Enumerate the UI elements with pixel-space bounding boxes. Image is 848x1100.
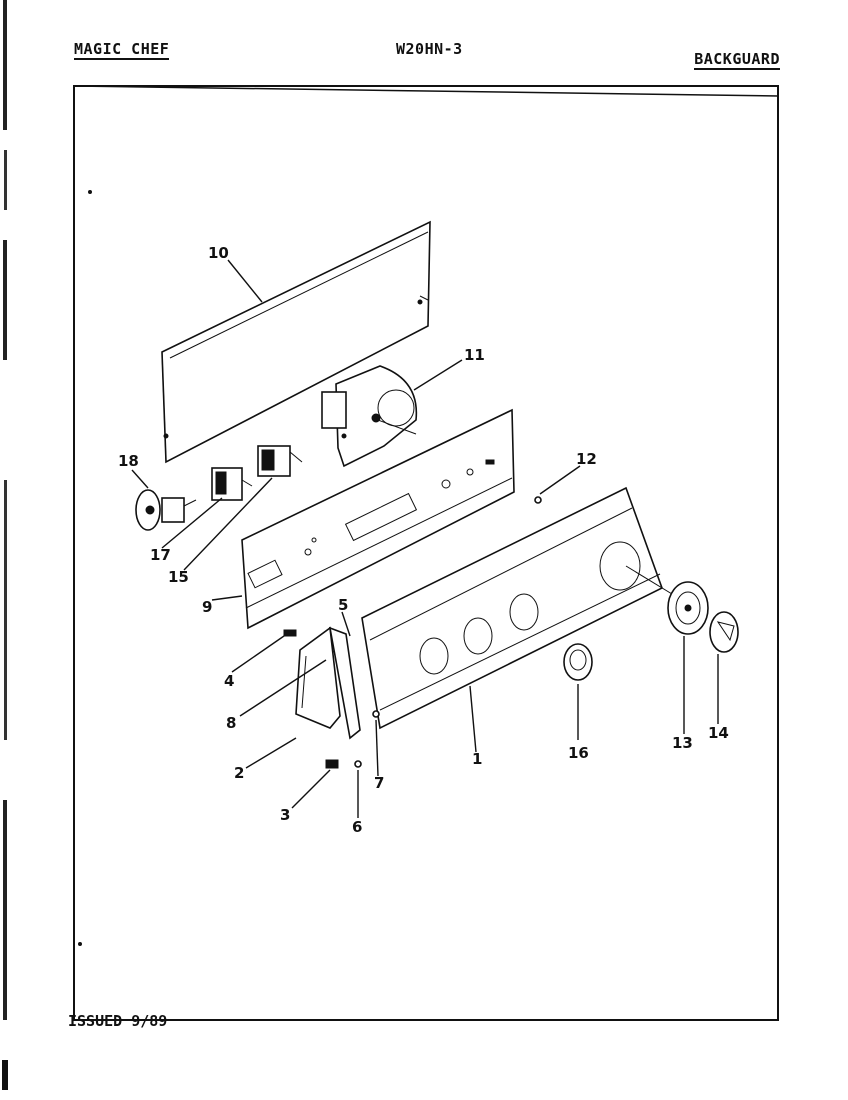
part-17-switch: [211, 467, 253, 501]
part-15-switch: [257, 445, 303, 477]
part-13-knob-skirt: [667, 581, 709, 635]
part-18-pressure-switch: [135, 489, 197, 531]
callout-5: 5: [338, 596, 348, 614]
part-2-end-cap: [295, 626, 341, 729]
part-5-trim: [328, 626, 361, 740]
callout-10: 10: [208, 244, 229, 262]
diagram-frame: [73, 85, 779, 1021]
leader-lines: [131, 259, 719, 818]
callout-labels: 1 2 3 4 5 6 7 8 9 10 11 12 13 14 15 16 1…: [118, 244, 729, 836]
callout-17: 17: [150, 546, 171, 564]
part-14-knob: [709, 611, 739, 653]
callout-11: 11: [464, 346, 485, 364]
part-1-backguard: [361, 486, 673, 730]
callout-1: 1: [472, 750, 482, 768]
scan-edge-marks: [2, 0, 8, 1090]
part-16-knob: [563, 643, 593, 681]
callout-6: 6: [352, 818, 362, 836]
section-title: BACKGUARD: [694, 50, 780, 70]
callout-4: 4: [224, 672, 234, 690]
callout-14: 14: [708, 724, 729, 742]
part-4-clip: [283, 629, 297, 637]
part-9-control-panel: [241, 408, 515, 630]
part-10-rear-cover: [161, 220, 431, 464]
model-number: W20HN-3: [396, 40, 463, 58]
part-3-screw: [325, 759, 339, 769]
callout-3: 3: [280, 806, 290, 824]
part-7-screw: [372, 710, 380, 718]
issued-date: ISSUED 9/89: [68, 1012, 168, 1030]
brand-title: MAGIC CHEF: [74, 40, 170, 60]
part-11-timer: [321, 365, 418, 468]
callout-7: 7: [374, 774, 384, 792]
callout-12: 12: [576, 450, 597, 468]
callout-18: 18: [118, 452, 139, 470]
callout-9: 9: [202, 598, 212, 616]
callout-2: 2: [234, 764, 244, 782]
callout-13: 13: [672, 734, 693, 752]
callout-16: 16: [568, 744, 589, 762]
part-6-screw: [354, 760, 362, 768]
part-12-screw: [534, 496, 542, 504]
callout-8: 8: [226, 714, 236, 732]
callout-15: 15: [168, 568, 189, 586]
